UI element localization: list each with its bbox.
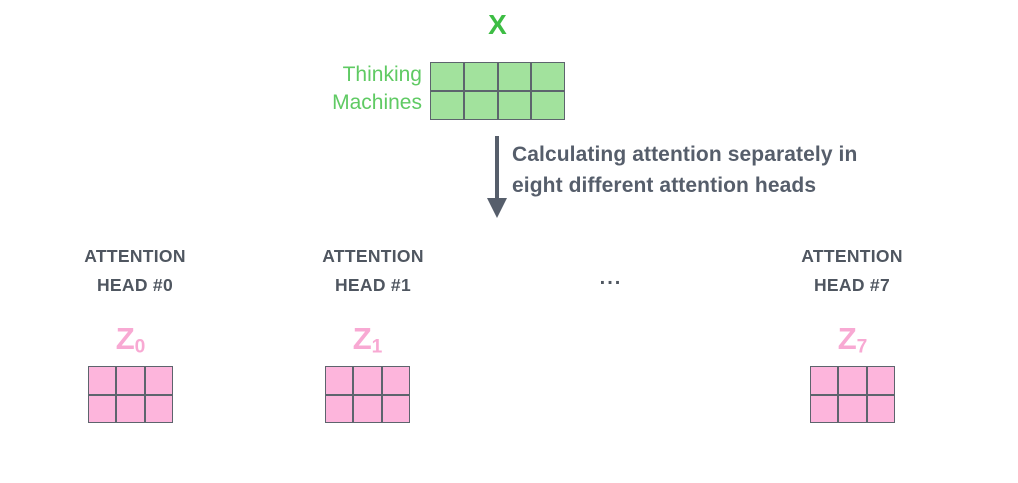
attention-head-0-title: ATTENTION HEAD #0 (35, 242, 235, 300)
z0-label: Z0 (88, 320, 173, 360)
heads-ellipsis: ... (599, 267, 623, 289)
matrix-cell (431, 92, 463, 119)
arrow-caption-line1: Calculating attention separately in (512, 143, 858, 166)
attention-head-0-title-line2: HEAD #0 (96, 275, 173, 295)
input-matrix-label: X (488, 9, 507, 40)
z1-label: Z1 (325, 320, 410, 360)
matrix-cell (382, 395, 409, 422)
input-row-caption-line1: Thinking (342, 63, 422, 86)
attention-head-7-title-line1: ATTENTION (801, 246, 903, 266)
attention-head-1-title-line2: HEAD #1 (334, 275, 411, 295)
matrix-cell (867, 395, 894, 422)
z7-matrix-grid (810, 366, 895, 423)
attention-head-7-title: ATTENTION HEAD #7 (752, 242, 952, 300)
matrix-cell (354, 395, 381, 422)
matrix-cell (431, 63, 463, 90)
z7-subscript: 7 (856, 336, 868, 358)
z1-subscript: 1 (371, 336, 383, 358)
arrow-caption-line2: eight different attention heads (512, 174, 817, 197)
attention-head-7-title-line2: HEAD #7 (813, 275, 890, 295)
matrix-cell (326, 395, 353, 422)
input-matrix-grid (430, 62, 565, 120)
input-row-caption-line2: Machines (332, 90, 422, 114)
z1-base: Z (352, 321, 372, 356)
matrix-cell (839, 395, 866, 422)
arrow-caption: Calculating attention separately in eigh… (512, 139, 912, 201)
z0-base: Z (115, 321, 135, 356)
down-arrow-line (495, 136, 499, 199)
matrix-cell (145, 367, 172, 394)
matrix-cell (89, 367, 116, 394)
attention-head-1-title-line1: ATTENTION (322, 246, 424, 266)
matrix-cell (145, 395, 172, 422)
z0-subscript: 0 (134, 336, 146, 358)
z7-label: Z7 (810, 320, 895, 360)
matrix-cell (354, 367, 381, 394)
matrix-cell (532, 63, 564, 90)
matrix-cell (811, 367, 838, 394)
matrix-cell (464, 63, 497, 90)
matrix-cell (89, 395, 116, 422)
matrix-cell (382, 367, 409, 394)
attention-head-1-title: ATTENTION HEAD #1 (273, 242, 473, 300)
matrix-cell (811, 395, 838, 422)
matrix-cell (532, 92, 564, 119)
matrix-cell (867, 367, 894, 394)
matrix-cell (117, 367, 144, 394)
matrix-cell (839, 367, 866, 394)
matrix-cell (498, 63, 531, 90)
matrix-cell (117, 395, 144, 422)
z1-matrix-grid (325, 366, 410, 423)
matrix-cell (498, 92, 531, 119)
z7-base: Z (837, 321, 857, 356)
matrix-cell (326, 367, 353, 394)
attention-head-0-title-line1: ATTENTION (84, 246, 186, 266)
input-row-caption: Thinking Machines (240, 61, 422, 116)
down-arrow-head-icon (487, 198, 507, 218)
matrix-cell (464, 92, 497, 119)
z0-matrix-grid (88, 366, 173, 423)
